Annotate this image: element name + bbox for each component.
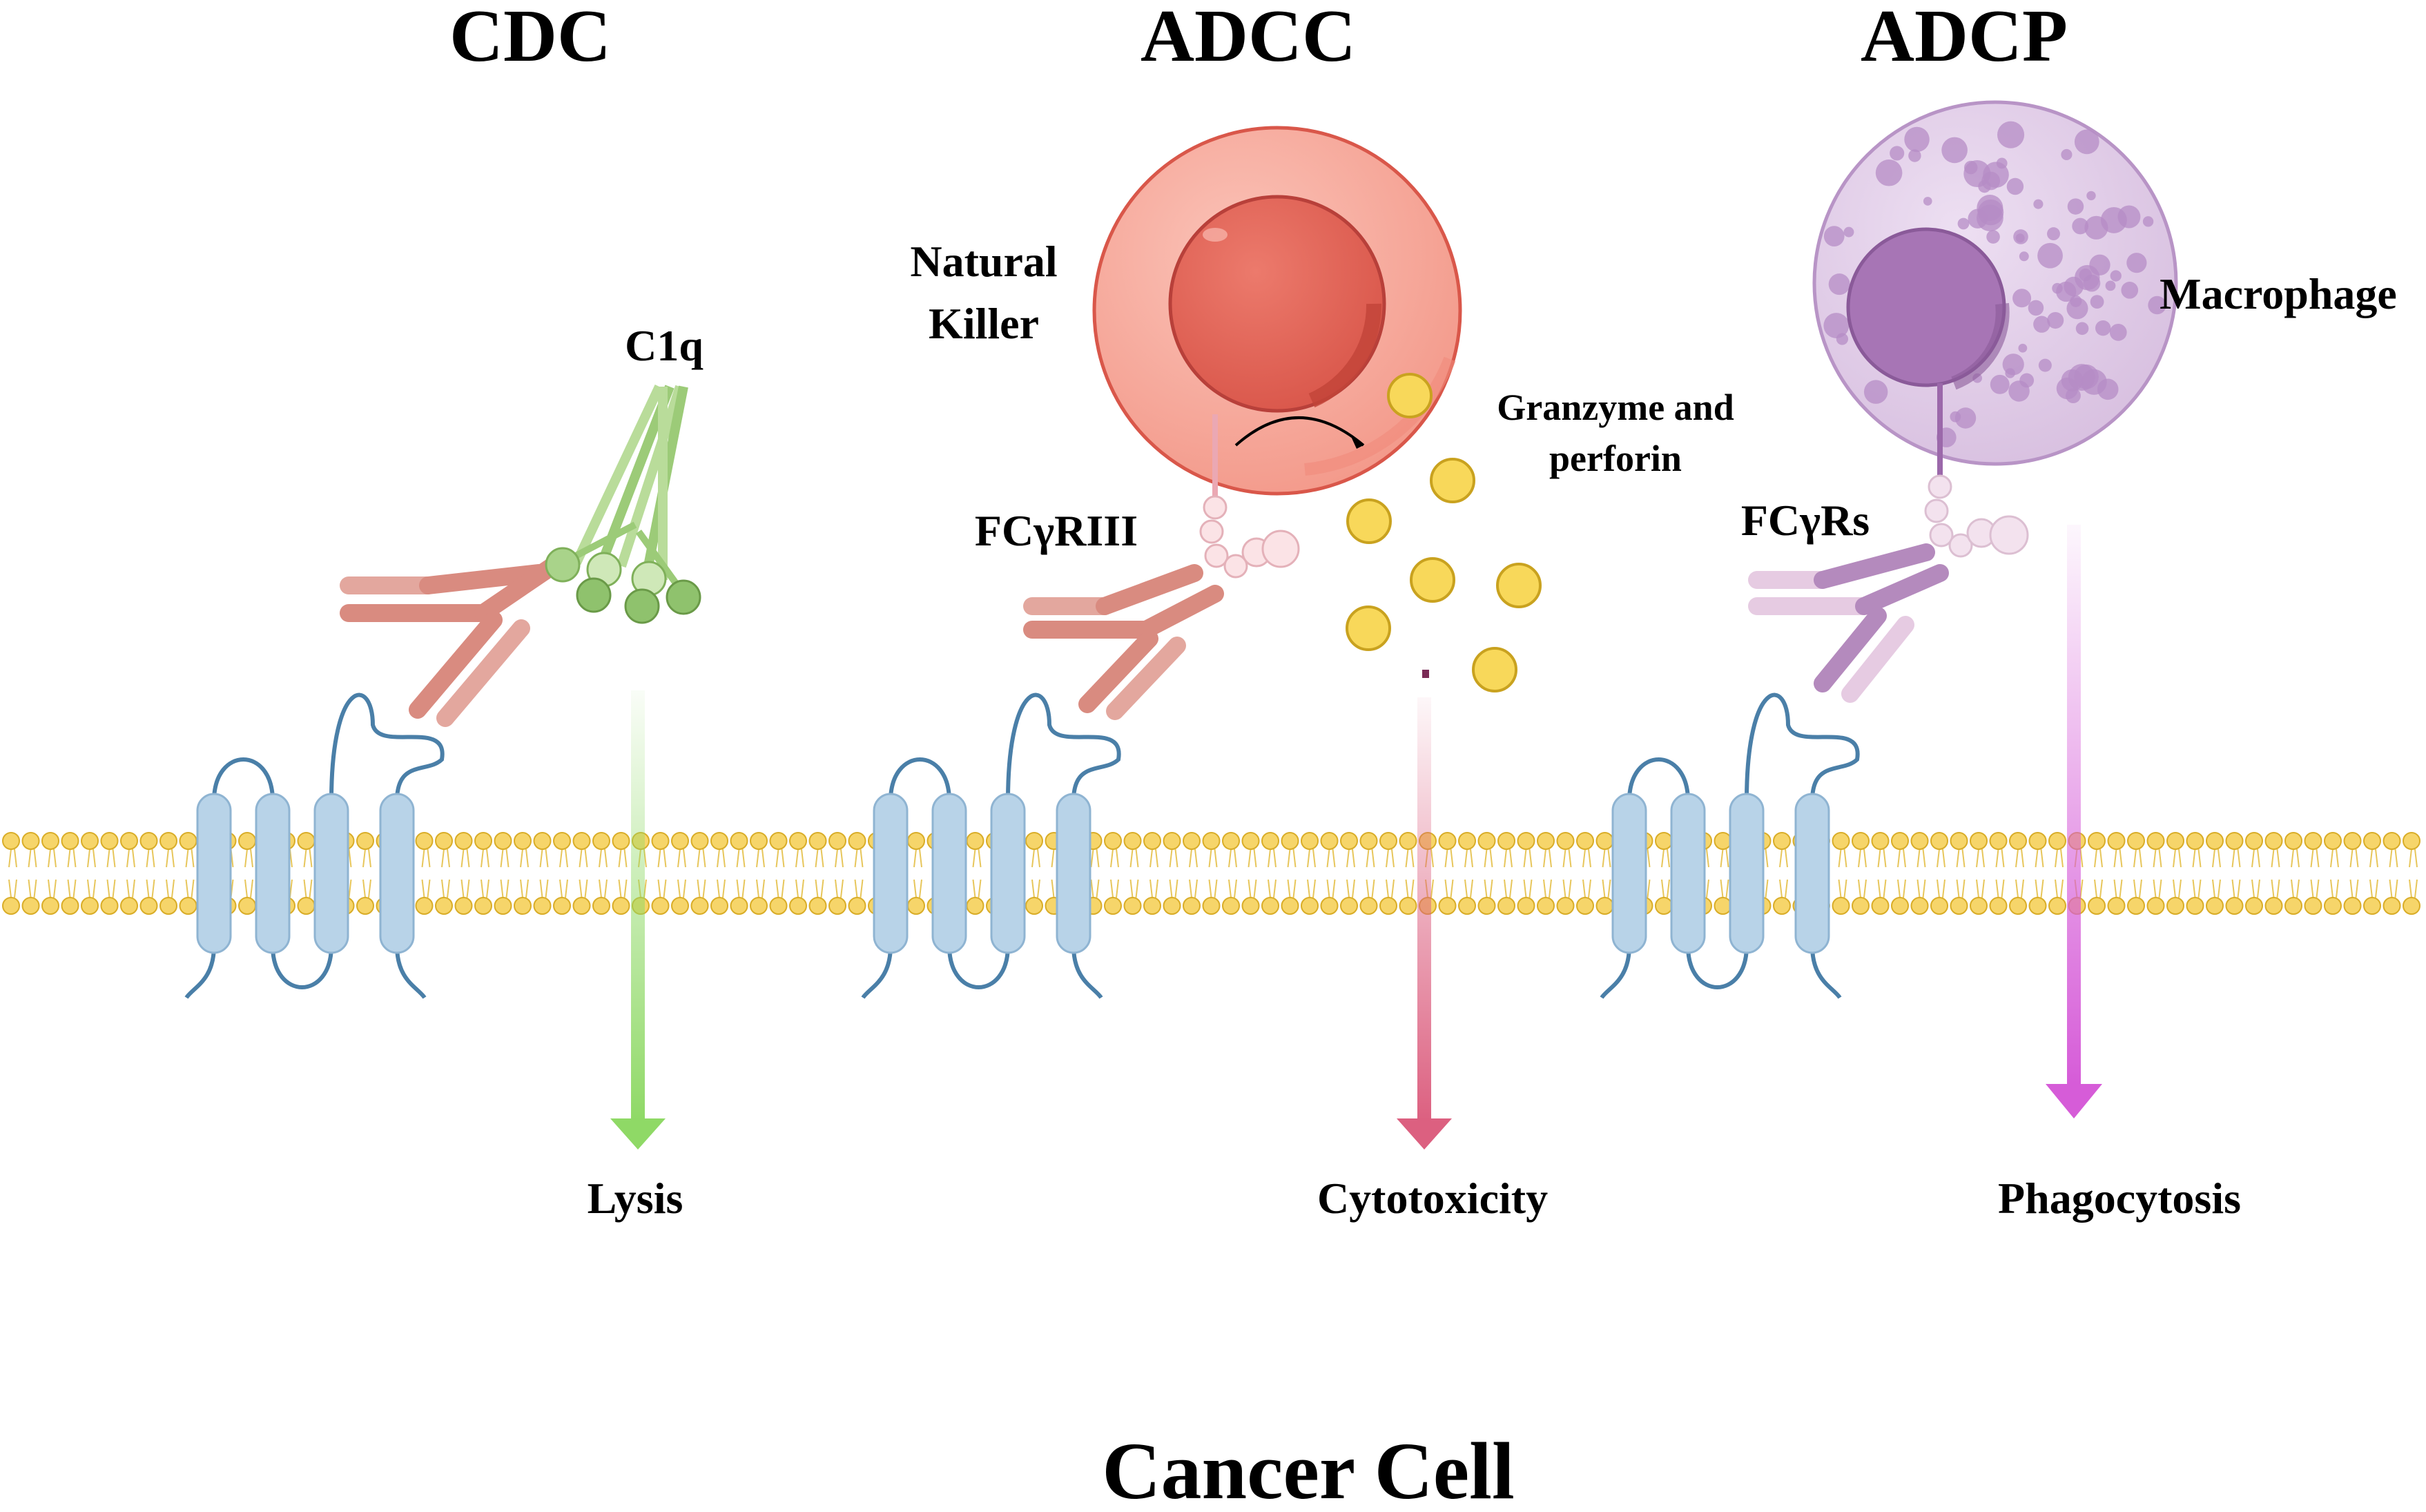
antibody-cdc bbox=[340, 557, 561, 727]
lipid-bilayer bbox=[2, 832, 2420, 915]
title-cdc: CDC bbox=[449, 0, 611, 77]
label-granzyme-2: perforin bbox=[1549, 438, 1682, 479]
label-phagocytosis: Phagocytosis bbox=[1998, 1174, 2241, 1223]
arrow-phagocytosis bbox=[2046, 525, 2102, 1118]
natural-killer-cell bbox=[1092, 126, 1462, 497]
arrow-lysis bbox=[610, 690, 666, 1150]
label-natural-killer-1: Natural bbox=[910, 237, 1057, 286]
label-natural-killer-2: Killer bbox=[929, 299, 1039, 348]
label-cancer-cell: Cancer Cell bbox=[1102, 1426, 1515, 1512]
macrophage-cell bbox=[1812, 100, 2178, 476]
fcgrs-receptor bbox=[1924, 474, 2029, 558]
c1q-molecule bbox=[545, 385, 701, 624]
title-adcp: ADCP bbox=[1861, 0, 2068, 77]
antibody-adcc bbox=[1023, 564, 1224, 720]
small-fragment bbox=[1422, 670, 1429, 678]
label-cytotoxicity: Cytotoxicity bbox=[1317, 1174, 1548, 1223]
label-c1q: C1q bbox=[625, 321, 703, 370]
granzyme-granules bbox=[1346, 373, 1542, 692]
label-lysis: Lysis bbox=[588, 1174, 683, 1223]
label-macrophage: Macrophage bbox=[2160, 269, 2397, 318]
label-granzyme-1: Granzyme and bbox=[1497, 387, 1734, 428]
antibody-adcp bbox=[1748, 543, 1949, 703]
label-fcgriii: FCγRIII bbox=[975, 506, 1138, 555]
label-fcgrs: FCγRs bbox=[1741, 496, 1870, 545]
receptor-group bbox=[184, 692, 1860, 999]
cdc-complex bbox=[340, 385, 701, 727]
arrow-cytotoxicity bbox=[1397, 697, 1452, 1150]
title-adcc: ADCC bbox=[1141, 0, 1356, 77]
fcgriii-receptor bbox=[1199, 495, 1300, 579]
